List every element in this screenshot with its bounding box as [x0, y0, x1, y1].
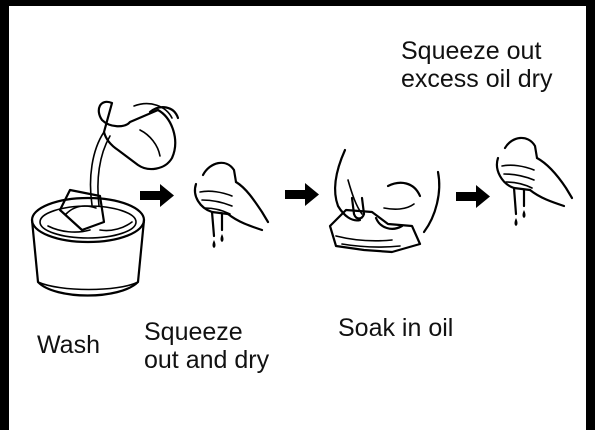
right-arrow-icon	[456, 185, 490, 208]
right-arrow-icon	[285, 183, 319, 206]
step-3-label: Soak in oil	[338, 314, 453, 342]
soak-hands-icon	[330, 150, 439, 252]
right-arrow-icon	[140, 184, 174, 207]
squeeze-hand-icon	[497, 138, 572, 226]
step-1-label: Wash	[37, 331, 100, 359]
step-2-label: Squeeze out and dry	[144, 318, 269, 374]
step-4-label: Squeeze out excess oil dry	[401, 37, 552, 93]
squeeze-hand-icon	[195, 163, 268, 248]
